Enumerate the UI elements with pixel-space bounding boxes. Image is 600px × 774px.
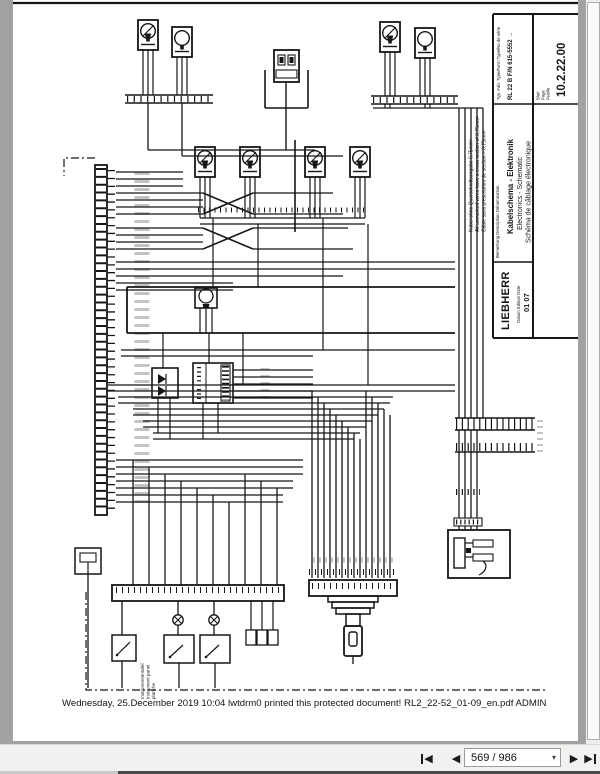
next-page-icon: ▶ [569,753,579,765]
terminal-strip-left [94,164,150,516]
note-en: All unmarked wires have a cross section … [475,116,481,232]
previous-page-icon: ◀ [451,753,461,765]
sheet-label-en: Page [541,90,546,100]
panel-label-fr: planche [151,682,156,699]
dropdown-caret-icon: ▾ [551,753,556,762]
sensor-plug-mid [126,286,455,334]
relay-box-left [151,367,179,399]
sheet-label-de: Blatt [536,91,541,100]
window-bottom-edge-right [118,771,600,774]
component-far-left [74,547,102,688]
liebherr-logo: LIEBHERR [500,271,512,330]
date-field-label: Datum Edition Date [516,285,521,323]
date-field-value: 01 07 [522,293,531,312]
remark-header: Bemerkung Description Dénomination [495,185,500,258]
instrument-panel-group [111,584,285,688]
window-bottom-edge-left [0,771,118,774]
connector-plugs-top [137,19,436,73]
next-page-button[interactable]: ▶ [562,748,586,769]
type-field-label: Typ. Fab. Type/Form Type/No de série [496,26,501,100]
title-fr: Schéma de câblage électronique [526,141,533,243]
pdf-toolbar: ◀ ◀ 569 / 986 ▾ ▶ ▶ [0,744,600,772]
sheet-number: 10.2.22.00 [556,43,568,97]
first-page-icon-arrow: ◀ [424,753,433,765]
chassis-boundary [63,157,545,691]
relay-box-right [447,529,511,579]
print-stamp: Wednesday, 25.December 2019 10:04 lwtdrm… [62,698,547,709]
pdf-page: Kabel ohne Querschnittsangabe 0,75mm² Al… [13,0,578,741]
wiring [108,64,484,585]
bottom-connector-fan [308,557,398,664]
scrollbar-thumb[interactable] [587,2,600,740]
panel-label-en: Instrument panel [146,665,151,699]
last-page-icon [593,753,596,764]
title-en: Electronics - Schematic [517,156,524,230]
connector-plugs-middle [194,146,371,192]
note-de: Kabel ohne Querschnittsangabe 0,75mm² [469,139,475,232]
type-field-value: RL 22 B F/N 615-5552 → [508,32,514,100]
page-number-value: 569 / 986 [471,751,517,764]
first-page-icon [421,753,424,764]
sheet-label-fr: Feuille [546,87,551,100]
note-fr: Câble sans prescription de section = 0,7… [482,130,488,232]
comb-strips-right [453,417,543,527]
title-block [492,13,578,339]
schematic-drawing: Kabel ohne Querschnittsangabe 0,75mm² Al… [13,1,578,699]
previous-page-button[interactable]: ◀ [444,748,468,769]
rotated-text: Kabel ohne Querschnittsangabe 0,75mm² Al… [140,26,568,699]
title-de: Kabelschema - Elektronik [506,138,515,234]
connector-center-top [264,49,309,150]
last-page-icon-arrow: ▶ [584,753,593,765]
first-page-button[interactable]: ◀ [415,748,439,769]
page-number-combobox[interactable]: 569 / 986 ▾ [464,748,561,767]
vertical-scrollbar[interactable] [585,0,600,744]
last-page-button[interactable]: ▶ [578,748,600,769]
panel-label-de: Instrumententafel [140,664,145,700]
